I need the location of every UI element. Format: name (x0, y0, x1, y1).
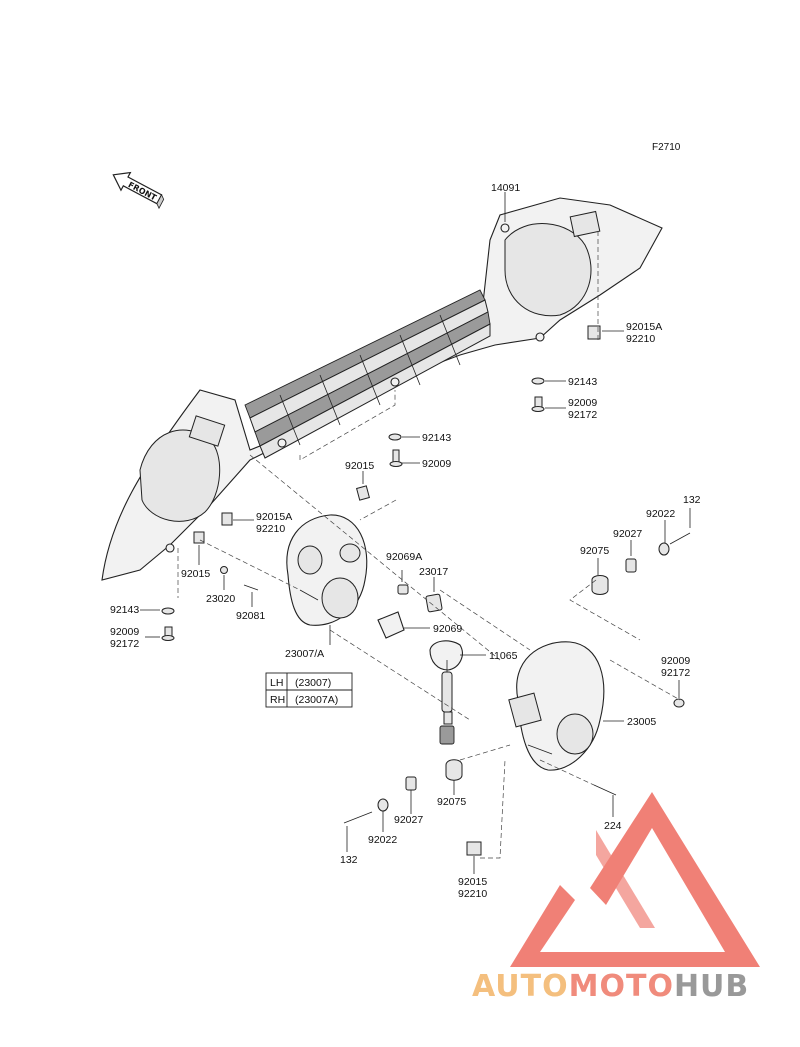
part-label-92172-far-right: 92172 (661, 667, 690, 679)
part-label-92009-far-right: 92009 (661, 655, 690, 667)
leader-lines (140, 192, 691, 874)
part-label-92143-left: 92143 (110, 604, 139, 616)
part-label-92009-left: 92009 (110, 626, 139, 638)
fasteners-right (343, 532, 691, 856)
part-label-92081: 92081 (236, 610, 265, 622)
part-label-92022-bottom: 92022 (368, 834, 397, 846)
side-table: LH (23007) RH (23007A) (265, 672, 353, 708)
watermark-text-hub: HUB (674, 969, 749, 1004)
part-label-92015A-left: 92015A (256, 511, 292, 523)
part-label-132-right: 132 (683, 494, 701, 506)
assembly-lines (177, 230, 681, 859)
fasteners-center (388, 325, 601, 467)
fasteners-left (161, 485, 370, 641)
part-label-92210-bottom: 92210 (458, 888, 487, 900)
front-label: FRONT (127, 180, 159, 203)
headlight-housing-right (508, 641, 605, 771)
watermark-logo: AUTOMOTOHUB (472, 792, 760, 1004)
side-table-rh: RH (270, 694, 285, 706)
part-label-92172-left: 92172 (110, 638, 139, 650)
part-label-92069: 92069 (433, 623, 462, 635)
part-label-92027-bottom: 92027 (394, 814, 423, 826)
bulb-assembly (377, 584, 463, 745)
headlight-housing-left (286, 514, 368, 626)
part-label-92015-bottom: 92015 (458, 876, 487, 888)
part-label-92027-right: 92027 (613, 528, 642, 540)
part-label-92015A-right: 92015A (626, 321, 662, 333)
front-direction-arrow: FRONT (112, 171, 165, 210)
part-label-11065: 11065 (489, 650, 518, 662)
part-label-23020: 23020 (206, 593, 235, 605)
part-label-224: 224 (604, 820, 622, 832)
part-label-92022-right: 92022 (646, 508, 675, 520)
part-label-92009-right: 92009 (568, 397, 597, 409)
part-label-92172-right: 92172 (568, 409, 597, 421)
part-label-92210-left: 92210 (256, 523, 285, 535)
vent-grille (244, 289, 491, 459)
part-label-92075-bottom: 92075 (437, 796, 466, 808)
watermark-text-moto: MOTO (569, 969, 674, 1004)
side-table-lh: LH (270, 677, 283, 689)
part-label-23017: 23017 (419, 566, 448, 578)
part-label-14091: 14091 (491, 182, 520, 194)
part-label-92015-left: 92015 (181, 568, 210, 580)
part-label-92009-center: 92009 (422, 458, 451, 470)
side-table-rh-part: (23007A) (295, 694, 338, 706)
part-label-92143-center: 92143 (422, 432, 451, 444)
part-label-132-bottom: 132 (340, 854, 358, 866)
watermark-triangle-icon (510, 792, 760, 967)
watermark-text-auto: AUTO (472, 969, 569, 1004)
part-label-23005: 23005 (627, 716, 656, 728)
part-label-92143-right: 92143 (568, 376, 597, 388)
part-label-92075-right: 92075 (580, 545, 609, 557)
watermark-text: AUTOMOTOHUB (472, 969, 749, 1004)
figure-ref-code: F2710 (652, 142, 681, 153)
part-label-92069A: 92069A (386, 551, 422, 563)
part-labels: 14091 92015A 92210 92143 92009 92172 921… (110, 182, 701, 900)
side-table-lh-part: (23007) (295, 677, 331, 689)
part-label-92015-center: 92015 (345, 460, 374, 472)
part-label-92210-right: 92210 (626, 333, 655, 345)
part-label-23007A: 23007/A (285, 648, 324, 660)
front-cowl (101, 197, 663, 581)
